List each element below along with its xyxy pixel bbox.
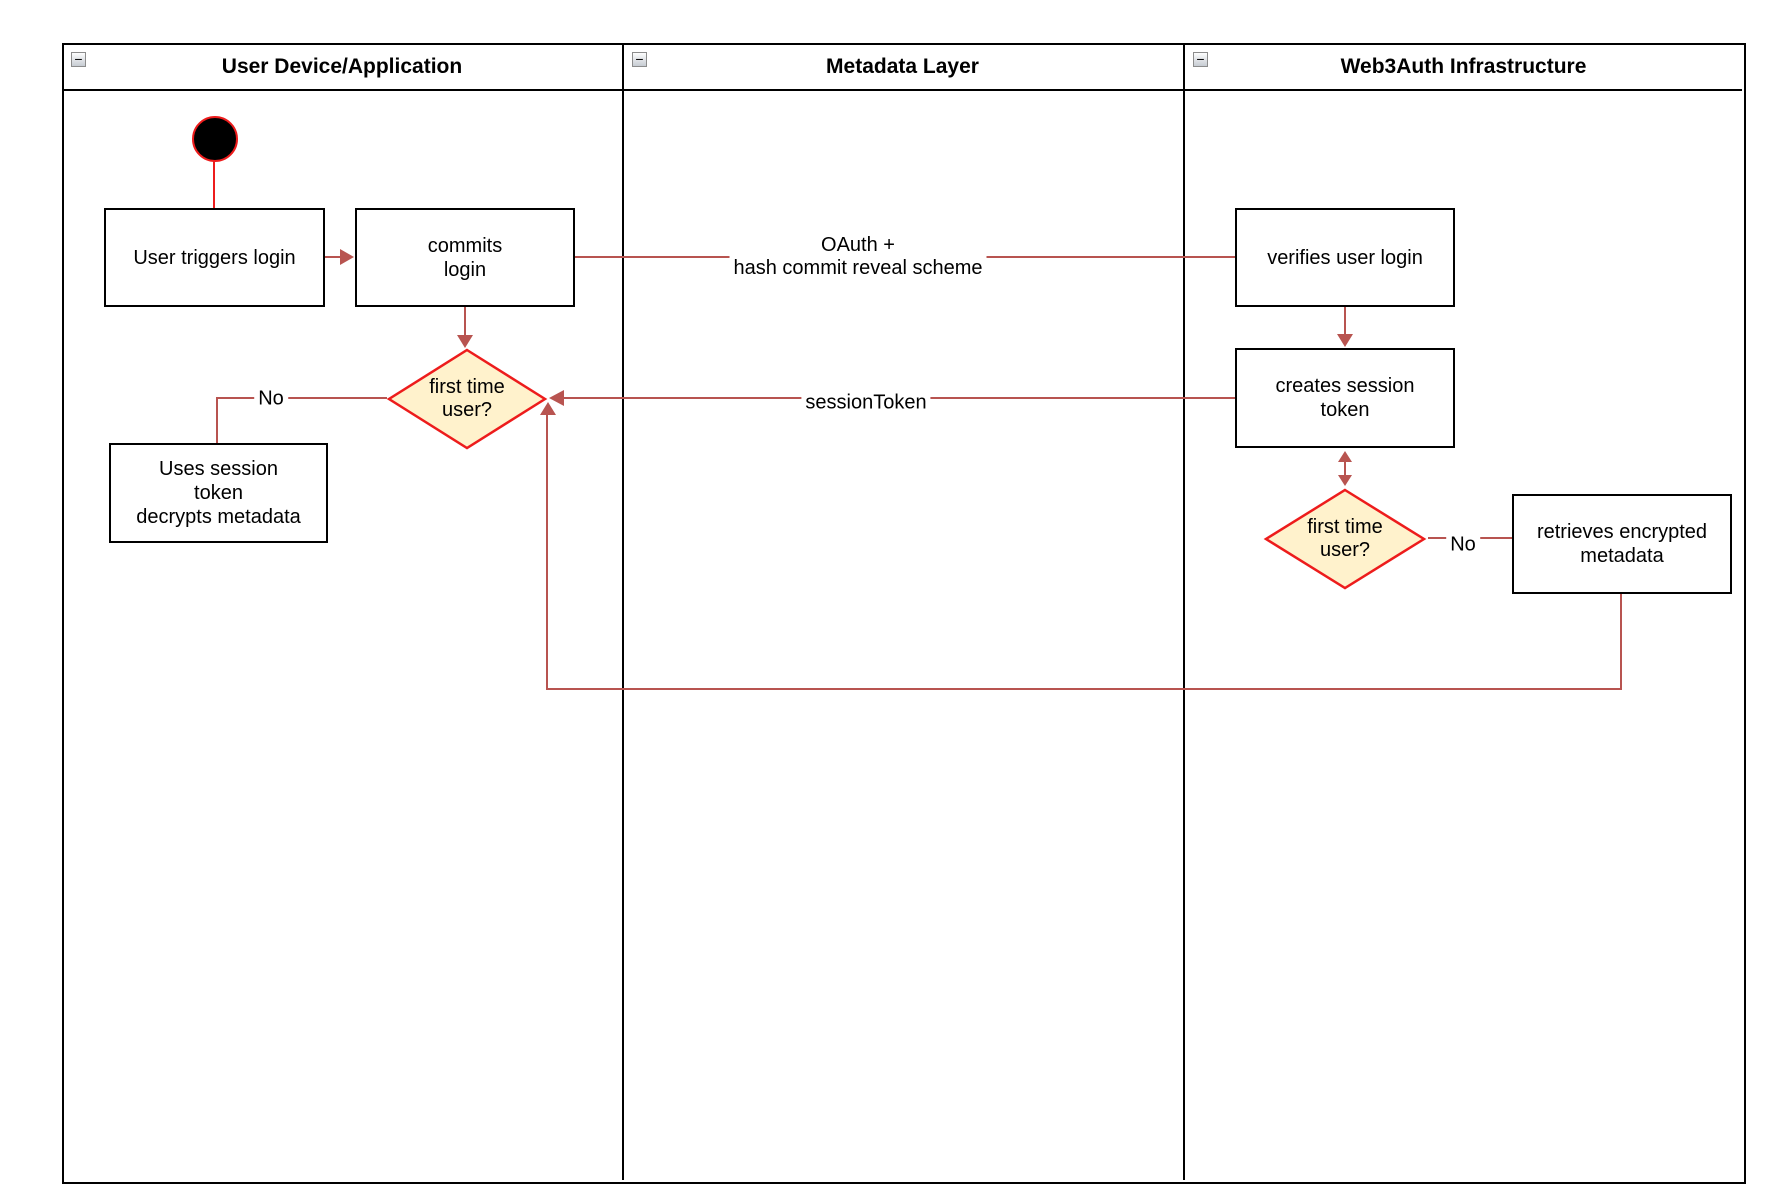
decision1-shape bbox=[386, 348, 548, 450]
arrowhead-up-decision1 bbox=[540, 402, 556, 415]
start-node bbox=[192, 116, 238, 162]
header-separator bbox=[62, 89, 1742, 91]
diagram-frame bbox=[62, 43, 1746, 1184]
decision2-label: first time user? bbox=[1307, 516, 1383, 561]
lane-title-user-device: User Device/Application bbox=[221, 55, 463, 78]
collapse-lane-3-button[interactable]: − bbox=[1193, 52, 1208, 67]
edge-feedback-down bbox=[1620, 594, 1622, 690]
node-verifies-user-login: verifies user login bbox=[1235, 208, 1455, 307]
edge-start-to-trigger bbox=[213, 160, 215, 208]
edge-label-no1: No bbox=[254, 387, 288, 411]
node-retrieves-metadata: retrieves encrypted metadata bbox=[1512, 494, 1732, 594]
edge-label-oauth: OAuth + hash commit reveal scheme bbox=[729, 234, 987, 280]
node-uses-session-token: Uses session token decrypts metadata bbox=[109, 443, 328, 543]
edge-verifies-to-creates bbox=[1344, 307, 1346, 336]
edge-no1-vertical bbox=[216, 397, 218, 443]
decision1-label: first time user? bbox=[429, 376, 505, 421]
decision2-diamond bbox=[1263, 488, 1427, 590]
lane-divider-2 bbox=[1183, 43, 1185, 1180]
arrowhead-down-creates bbox=[1337, 334, 1353, 347]
edge-label-no2: No bbox=[1446, 533, 1480, 557]
collapse-lane-1-button[interactable]: − bbox=[71, 52, 86, 67]
lane-title-metadata-layer: Metadata Layer bbox=[826, 55, 979, 78]
edge-trigger-to-commits bbox=[325, 256, 343, 258]
decision2-shape bbox=[1263, 488, 1427, 590]
edge-feedback-up bbox=[546, 414, 548, 690]
arrowhead-down-decision2 bbox=[1338, 475, 1352, 486]
collapse-lane-2-button[interactable]: − bbox=[632, 52, 647, 67]
node-user-triggers-login: User triggers login bbox=[104, 208, 325, 307]
edge-feedback-horizontal bbox=[546, 688, 1622, 690]
edge-creates-decision2 bbox=[1344, 459, 1346, 477]
decision1-diamond bbox=[386, 348, 548, 450]
arrowhead-right-commits bbox=[340, 249, 354, 265]
edge-no1-horizontal bbox=[216, 397, 387, 399]
arrowhead-up-creates bbox=[1338, 451, 1352, 462]
node-creates-session-token: creates session token bbox=[1235, 348, 1455, 448]
edge-commits-to-decision bbox=[464, 307, 466, 337]
lane-divider-1 bbox=[622, 43, 624, 1180]
edge-label-session-token: sessionToken bbox=[801, 391, 931, 415]
node-commits-login: commits login bbox=[355, 208, 575, 307]
lane-title-web3auth: Web3Auth Infrastructure bbox=[1340, 55, 1587, 78]
arrowhead-down-decision1 bbox=[457, 335, 473, 348]
